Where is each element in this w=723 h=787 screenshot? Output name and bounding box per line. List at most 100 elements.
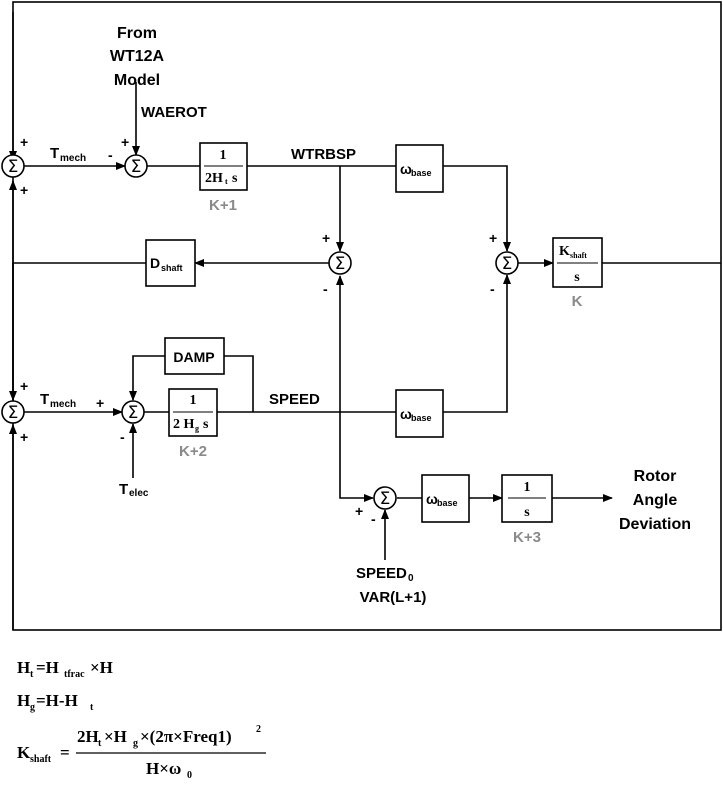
svg-text:ω: ω bbox=[426, 491, 438, 507]
svg-text:ω: ω bbox=[400, 406, 412, 422]
integrator-block: 1 s bbox=[501, 474, 553, 523]
svg-text:WT12A: WT12A bbox=[110, 48, 165, 65]
waerot-label: WAEROT bbox=[141, 104, 207, 121]
svg-text:shaft: shaft bbox=[570, 251, 587, 260]
svg-text:t: t bbox=[225, 177, 228, 186]
svg-text:=: = bbox=[60, 743, 70, 762]
svg-text:Angle: Angle bbox=[633, 492, 678, 509]
svg-text:Σ: Σ bbox=[502, 254, 513, 274]
svg-text:t: t bbox=[90, 702, 94, 713]
svg-text:2: 2 bbox=[256, 724, 261, 735]
svg-text:T: T bbox=[40, 391, 49, 408]
svg-text:K: K bbox=[559, 244, 570, 259]
speed-label: SPEED bbox=[269, 391, 320, 408]
svg-text:Σ: Σ bbox=[128, 403, 139, 423]
svg-text:×H: ×H bbox=[104, 727, 127, 746]
speed0-label: SPEED 0 VAR(L+1) bbox=[356, 565, 426, 606]
svg-text:+: + bbox=[355, 503, 363, 519]
svg-text:mech: mech bbox=[60, 153, 86, 164]
svg-text:Model: Model bbox=[114, 72, 160, 89]
svg-text:+: + bbox=[489, 230, 497, 246]
svg-text:s: s bbox=[203, 417, 209, 432]
svg-text:1: 1 bbox=[524, 480, 531, 495]
svg-text:Σ: Σ bbox=[131, 157, 142, 177]
svg-text:t: t bbox=[30, 669, 34, 680]
svg-text:H×ω: H×ω bbox=[146, 759, 181, 778]
svg-text:Σ: Σ bbox=[8, 157, 19, 177]
kshaft-state-label: K bbox=[572, 293, 583, 310]
svg-text:t: t bbox=[98, 738, 102, 749]
svg-text:H: H bbox=[17, 691, 30, 710]
svg-text:1: 1 bbox=[190, 393, 197, 408]
signal-wires bbox=[9, 12, 721, 630]
svg-text:mech: mech bbox=[50, 399, 76, 410]
svg-text:g: g bbox=[133, 738, 138, 749]
svg-text:+: + bbox=[20, 378, 28, 394]
svg-text:2H: 2H bbox=[205, 171, 223, 186]
integrator-state-label: K+3 bbox=[513, 529, 541, 546]
svg-text:0: 0 bbox=[408, 573, 414, 584]
tmech-top-label: T mech bbox=[50, 145, 86, 164]
rotor-angle-deviation-label: Rotor Angle Deviation bbox=[619, 468, 691, 533]
svg-text:shaft: shaft bbox=[30, 754, 52, 765]
svg-text:Deviation: Deviation bbox=[619, 516, 691, 533]
svg-text:+: + bbox=[96, 395, 104, 411]
svg-text:s: s bbox=[574, 270, 580, 285]
tmech-bottom-label: T mech bbox=[40, 391, 76, 410]
svg-text:T: T bbox=[119, 481, 128, 498]
wtrbsp-label: WTRBSP bbox=[291, 146, 356, 163]
omega-base-bottom-block: ω base bbox=[421, 474, 470, 523]
svg-text:tfrac: tfrac bbox=[64, 669, 85, 680]
svg-text:2H: 2H bbox=[77, 727, 99, 746]
summing-junction-s6: Σ + - bbox=[96, 395, 145, 445]
svg-text:0: 0 bbox=[187, 770, 192, 781]
svg-text:base: base bbox=[437, 498, 458, 508]
svg-text:D: D bbox=[150, 255, 160, 271]
svg-text:×H: ×H bbox=[90, 658, 113, 677]
svg-text:+: + bbox=[20, 429, 28, 445]
svg-text:T: T bbox=[50, 145, 59, 162]
svg-text:g: g bbox=[195, 424, 199, 433]
svg-text:shaft: shaft bbox=[161, 263, 183, 273]
svg-text:VAR(L+1): VAR(L+1) bbox=[360, 589, 427, 606]
svg-text:-: - bbox=[371, 511, 376, 527]
svg-text:base: base bbox=[411, 413, 432, 423]
svg-text:×(2π×Freq1): ×(2π×Freq1) bbox=[140, 727, 232, 746]
svg-text:base: base bbox=[411, 168, 432, 178]
svg-text:From: From bbox=[117, 25, 157, 42]
svg-text:-: - bbox=[490, 281, 495, 297]
svg-text:Rotor: Rotor bbox=[634, 468, 677, 485]
svg-text:elec: elec bbox=[129, 488, 149, 499]
summing-junction-s3: Σ + - bbox=[322, 230, 352, 297]
summing-junction-s2: Σ + - bbox=[108, 134, 148, 178]
svg-text:2 H: 2 H bbox=[173, 417, 195, 432]
summing-junction-s4: Σ + - bbox=[489, 230, 519, 297]
omega-base-top-block: ω base bbox=[395, 144, 444, 193]
svg-text:Σ: Σ bbox=[380, 489, 391, 509]
kshaft-block: K shaft s bbox=[552, 237, 603, 288]
svg-text:s: s bbox=[524, 505, 530, 520]
svg-text:1: 1 bbox=[220, 148, 227, 163]
svg-text:s: s bbox=[232, 171, 238, 186]
svg-text:=H-H: =H-H bbox=[36, 691, 78, 710]
svg-text:H: H bbox=[17, 658, 30, 677]
equation-kshaft: K shaft = 2H t ×H g ×(2π×Freq1) 2 H×ω 0 bbox=[17, 724, 266, 781]
wt12a-source-label: From WT12A Model bbox=[110, 25, 165, 89]
damp-block: DAMP bbox=[164, 337, 225, 375]
svg-text:+: + bbox=[20, 134, 28, 150]
svg-text:DAMP: DAMP bbox=[173, 349, 214, 365]
svg-text:-: - bbox=[120, 429, 125, 445]
omega-base-mid-block: ω base bbox=[395, 389, 444, 438]
svg-text:-: - bbox=[323, 281, 328, 297]
svg-text:g: g bbox=[30, 702, 35, 713]
svg-text:Σ: Σ bbox=[8, 403, 19, 423]
equation-hg: H g =H-H t bbox=[17, 691, 94, 713]
svg-text:Σ: Σ bbox=[335, 254, 346, 274]
generator-inertia-block: 1 2 H g s bbox=[168, 388, 218, 437]
dshaft-block: D shaft bbox=[145, 239, 196, 287]
svg-text:ω: ω bbox=[400, 161, 412, 177]
svg-text:-: - bbox=[108, 147, 113, 163]
summing-junction-s7: Σ + - bbox=[355, 486, 397, 527]
turbine-state-label: K+1 bbox=[209, 197, 237, 214]
